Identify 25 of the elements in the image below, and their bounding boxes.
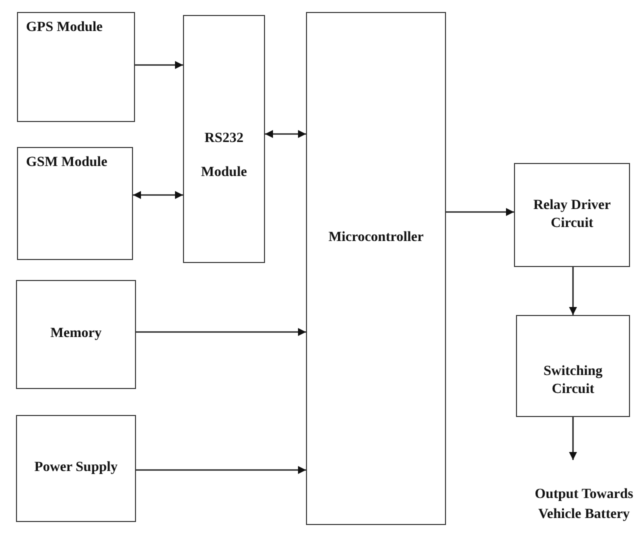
arrow [135, 61, 183, 69]
block-box [183, 15, 265, 263]
arrow [136, 328, 306, 336]
block-label: Relay Driver Circuit [532, 196, 612, 233]
arrow [265, 130, 306, 138]
block-label: Switching Circuit [542, 362, 604, 399]
output-label: Output Towards Vehicle Battery [534, 486, 634, 524]
arrow [133, 191, 183, 199]
block-box [16, 415, 136, 522]
block-label: GSM Module [26, 154, 108, 172]
block-box [17, 147, 133, 260]
block-box [516, 315, 630, 417]
block-label: Microcontroller [328, 229, 424, 248]
arrow [136, 466, 306, 474]
block-label: Power Supply [34, 459, 118, 478]
block-label: GPS Module [26, 19, 103, 37]
block-label: Memory [50, 325, 102, 344]
block-box [17, 12, 135, 122]
arrow [446, 208, 514, 216]
block-box [16, 280, 136, 389]
block-box [306, 12, 446, 525]
block-label: RS232 Module [200, 130, 248, 182]
arrow [569, 417, 577, 460]
block-box [514, 163, 630, 267]
arrow [569, 267, 577, 315]
